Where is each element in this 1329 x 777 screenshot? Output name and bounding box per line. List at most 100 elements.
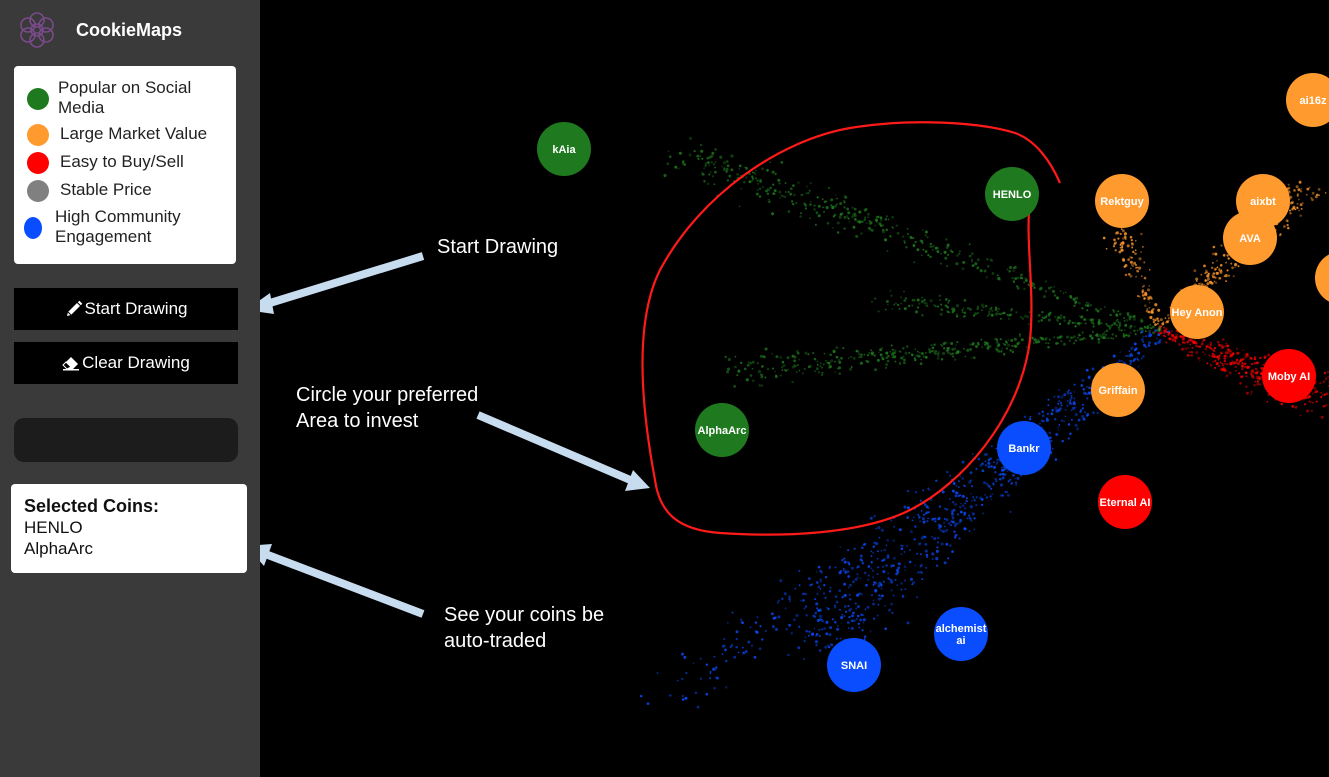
scatter-dot [1253,361,1257,365]
scatter-dot [1226,344,1230,348]
coin-bubble-griffain[interactable]: Griffain [1091,363,1145,417]
scatter-dot [850,626,854,630]
coin-bubble-henlo[interactable]: HENLO [985,167,1039,221]
scatter-dot [1298,209,1301,212]
scatter-dot [751,179,754,182]
scatter-dot [677,167,680,170]
scatter-dot [1167,317,1170,320]
scatter-dot [817,214,821,218]
coin-bubble-rektguy[interactable]: Rektguy [1095,174,1149,228]
scatter-dot [1305,193,1308,196]
coin-bubble-ai16z[interactable]: ai16z [1286,73,1329,127]
coin-bubble-circle[interactable] [695,403,749,457]
scatter-dot [798,569,801,572]
scatter-dot [923,301,927,305]
scatter-dot [932,349,936,354]
scatter-dot [1044,290,1048,293]
scatter-dot [757,182,760,185]
scatter-dot [878,594,881,597]
scatter-dot [1126,244,1130,248]
scatter-dot [922,489,925,492]
start-drawing-button[interactable]: Start Drawing [14,288,238,330]
coin-bubble-circle[interactable] [1098,475,1152,529]
scatter-dot [803,639,806,643]
coin-bubble-moby-ai[interactable]: Moby AI [1262,349,1316,403]
coin-bubble-circle[interactable] [985,167,1039,221]
coin-map-canvas[interactable]: kAiaHENLOAlphaArcRektguyai16zaixbtAVAHey… [260,0,1329,777]
scatter-dot [867,565,871,568]
scatter-dot [908,560,912,564]
scatter-dot [667,150,670,153]
scatter-dot [1251,374,1255,378]
scatter-dot [966,348,970,352]
coin-bubble-eternal-ai[interactable]: Eternal AI [1098,475,1152,529]
scatter-dot [898,361,901,364]
scatter-dot [758,195,762,198]
scatter-dot [835,346,839,350]
scatter-dot [1137,351,1141,355]
scatter-dot [874,224,876,227]
coin-bubble-circle[interactable] [1091,363,1145,417]
scatter-dot [1090,318,1093,321]
scatter-dot [1152,320,1156,324]
scatter-dot [975,467,978,471]
scatter-dot [839,546,842,548]
coin-bubble-alphaarc[interactable]: AlphaArc [695,403,749,457]
scatter-dot [1111,324,1114,327]
scatter-dot [1087,375,1091,380]
scatter-dot [1187,346,1190,350]
scatter-dot [1133,342,1137,346]
clear-drawing-button[interactable]: Clear Drawing [14,342,238,384]
coin-bubble-circle[interactable] [1170,285,1224,339]
scatter-dot [920,352,924,355]
scatter-dot [927,487,930,490]
scatter-dot [1080,315,1084,319]
scatter-dot [840,357,843,360]
scatter-dot [823,210,826,213]
scatter-dot [1115,323,1118,327]
scatter-dot [1214,281,1218,284]
scatter-dot [1167,319,1170,322]
legend-dot-orange [27,124,49,146]
coin-label: Griffain [1098,385,1137,397]
scatter-dot [735,637,738,641]
scatter-dot [1050,439,1053,442]
coin-bubble-circle[interactable] [997,421,1051,475]
scatter-dot [889,578,892,581]
coin-bubble-circle[interactable] [934,607,988,661]
coin-bubble-snai[interactable]: SNAI [827,638,881,692]
scatter-dot [906,232,910,236]
scatter-dot [983,481,986,484]
scatter-dot [1009,349,1012,352]
scatter-dot [1214,276,1217,279]
scatter-dot [861,629,864,632]
scatter-dot [872,576,875,579]
scatter-dot [1134,249,1137,252]
scatter-dot [1086,413,1090,416]
scatter-dot [715,676,719,680]
scatter-dot [1000,313,1002,316]
scatter-dot [1125,318,1129,322]
coin-bubble-ava[interactable]: AVA [1223,211,1277,265]
scatter-dot [850,366,853,368]
scatter-dot [1115,231,1120,235]
scatter-dot [866,361,869,364]
coin-bubble-edge[interactable] [1315,251,1329,305]
coin-bubble-kaia[interactable]: kAia [537,122,591,176]
coin-bubble-circle[interactable] [827,638,881,692]
coin-bubble-circle[interactable] [1262,349,1316,403]
coin-bubble-bankr[interactable]: Bankr [997,421,1051,475]
scatter-dot [807,192,810,195]
scatter-dot [1157,308,1161,312]
scatter-dot [1317,188,1321,191]
coin-bubble-circle[interactable] [1095,174,1149,228]
scatter-dot [772,183,775,186]
scatter-dot [1256,382,1260,386]
coin-bubble-circle[interactable] [1223,211,1277,265]
coin-bubble-circle[interactable] [1315,251,1329,305]
coin-bubble-hey-anon[interactable]: Hey Anon [1170,285,1224,339]
coin-bubble-circle[interactable] [1286,73,1329,127]
coin-bubble-circle[interactable] [537,122,591,176]
coin-bubbles[interactable]: kAiaHENLOAlphaArcRektguyai16zaixbtAVAHey… [537,73,1329,692]
